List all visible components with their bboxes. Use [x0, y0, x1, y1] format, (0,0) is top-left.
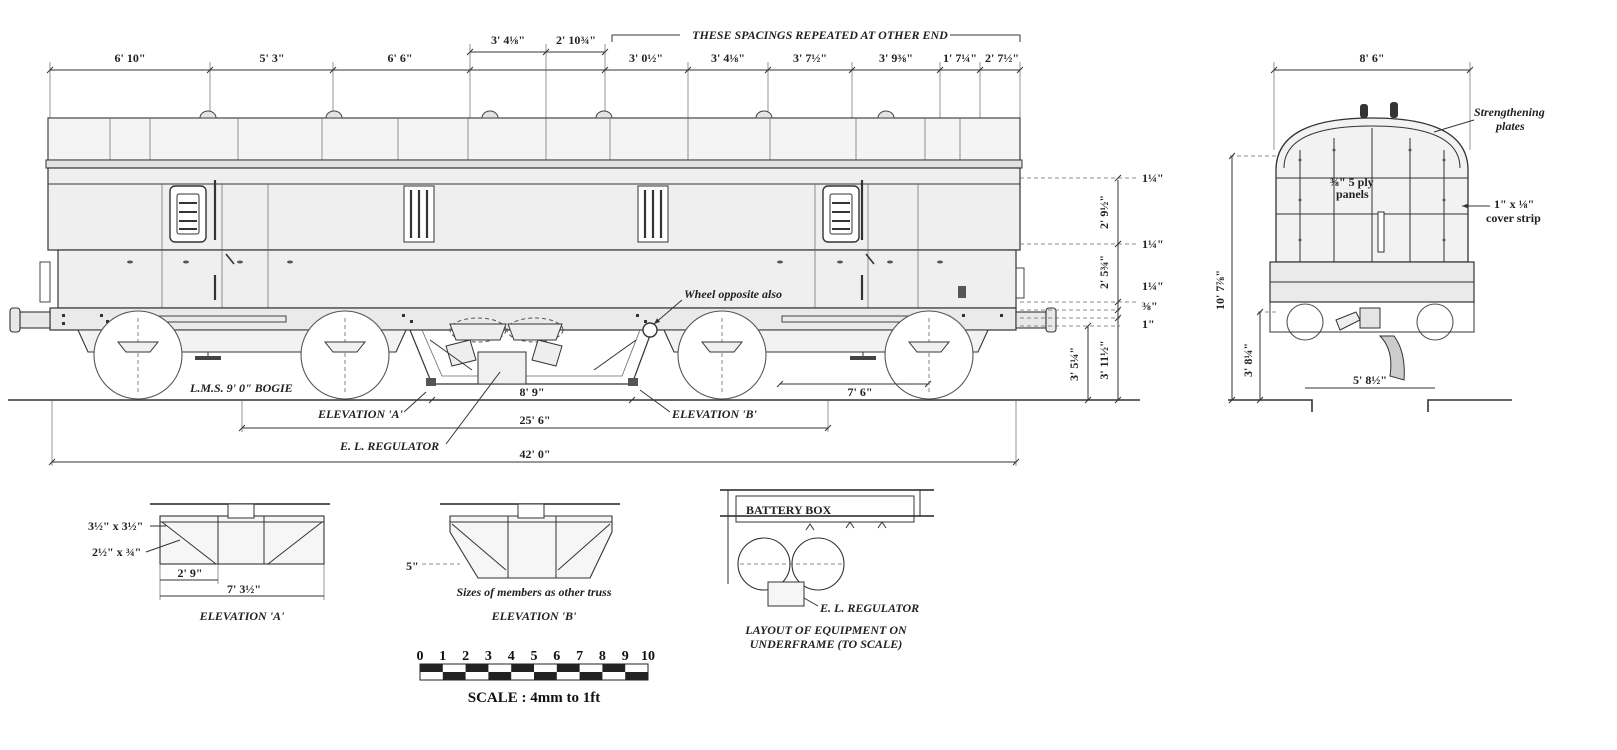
- note-strip-2: cover strip: [1486, 211, 1541, 225]
- scale-block: [511, 664, 534, 672]
- note-plates-1: Strengthening: [1474, 105, 1545, 119]
- end-width: 8' 6": [1360, 51, 1385, 65]
- dim-top-4: 3' 4⅛": [491, 33, 525, 47]
- scale-tick-4: 4: [508, 649, 515, 664]
- dim-bogie-centres: 25' 6": [520, 413, 551, 427]
- layout-title-2: UNDERFRAME (TO SCALE): [750, 637, 902, 651]
- dim-right-6: ⅜": [1142, 299, 1158, 313]
- detail-a-span: 7' 3½": [227, 582, 261, 596]
- scale-block: [442, 672, 466, 680]
- end-gauge: 5' 8½": [1353, 373, 1387, 387]
- layout-regulator: E. L. REGULATOR: [819, 601, 919, 615]
- dim-right-4: 2' 5¾": [1097, 255, 1111, 289]
- regulator-label: E. L. REGULATOR: [339, 439, 439, 453]
- scale-tick-3: 3: [485, 649, 492, 664]
- scale-block: [579, 672, 603, 680]
- top-dimension-chain: THESE SPACINGS REPEATED AT OTHER END 6' …: [46, 28, 1024, 118]
- side-elevation: 1¼" 2' 9½" 1¼" 2' 5¾" 1¼" ⅜" 1" 3' 5¼" 3…: [8, 110, 1164, 466]
- detail-elevation-a: 3½" x 3½" 2½" x ¾" 2' 9" 7' 3½" ELEVATIO…: [88, 503, 330, 623]
- scale-tick-1: 1: [439, 649, 446, 664]
- scale-block: [488, 672, 512, 680]
- bogie-label: L.M.S. 9' 0" BOGIE: [189, 381, 293, 395]
- dim-overall: 42' 0": [520, 447, 551, 461]
- dim-top-1: 6' 10": [115, 51, 146, 65]
- dim-top-8: 3' 7½": [793, 51, 827, 65]
- scale-tick-10: 10: [641, 649, 655, 664]
- repeat-note: THESE SPACINGS REPEATED AT OTHER END: [692, 28, 948, 42]
- dim-top-6: 3' 0½": [629, 51, 663, 65]
- detail-b-note: Sizes of members as other truss: [456, 585, 611, 599]
- dim-top-9: 3' 9⅜": [879, 51, 913, 65]
- dim-top-5: 2' 10¾": [556, 33, 596, 47]
- wheel-note: Wheel opposite also: [684, 287, 782, 301]
- note-strip-1: 1" x ⅛": [1494, 197, 1534, 211]
- dim-right-5: 1¼": [1142, 279, 1164, 293]
- detail-b-title: ELEVATION 'B': [491, 609, 577, 623]
- detail-a-members-1: 3½" x 3½": [88, 519, 143, 533]
- elev-b-label: ELEVATION 'B': [671, 407, 757, 421]
- dim-top-10: 1' 7¼": [943, 51, 977, 65]
- dim-height-1: 3' 5¼": [1067, 347, 1081, 381]
- end-height: 10' 7⅞": [1213, 270, 1227, 310]
- scale-tick-5: 5: [531, 649, 538, 664]
- detail-a-members-2: 2½" x ¾": [92, 545, 141, 559]
- elev-a-label: ELEVATION 'A': [317, 407, 403, 421]
- scale-block: [534, 672, 557, 680]
- dim-top-11: 2' 7½": [985, 51, 1019, 65]
- scale-tick-2: 2: [462, 649, 469, 664]
- dim-truss-span: 8' 9": [520, 385, 545, 399]
- detail-b-depth: 5": [406, 559, 419, 573]
- dim-right-2: 2' 9½": [1097, 195, 1111, 229]
- scale-tick-9: 9: [622, 649, 629, 664]
- dim-right-1: 1¼": [1142, 171, 1164, 185]
- detail-a-title: ELEVATION 'A': [199, 609, 285, 623]
- battery-box-label: BATTERY BOX: [746, 503, 832, 517]
- scale-tick-0: 0: [417, 649, 424, 664]
- end-rail-height: 3' 8¼": [1241, 343, 1255, 377]
- dim-top-3: 6' 6": [388, 51, 413, 65]
- scale-block: [625, 672, 648, 680]
- dim-top-2: 5' 3": [260, 51, 285, 65]
- dim-right-7: 1": [1142, 317, 1155, 331]
- scale-tick-7: 7: [576, 649, 583, 664]
- scale-tick-8: 8: [599, 649, 606, 664]
- scale-block: [420, 664, 443, 672]
- detail-layout: BATTERY BOX E. L. REGULATOR LAYOUT OF EQ…: [720, 489, 934, 651]
- layout-title-1: LAYOUT OF EQUIPMENT ON: [744, 623, 908, 637]
- scale-block: [465, 664, 489, 672]
- note-panels-2: panels: [1336, 187, 1369, 201]
- scale-block: [556, 664, 580, 672]
- detail-a-inner: 2' 9": [178, 566, 203, 580]
- end-elevation: 8' 6": [1213, 51, 1545, 412]
- note-plates-2: plates: [1495, 119, 1525, 133]
- dim-top-7: 3' 4⅛": [711, 51, 745, 65]
- dim-height-2: 3' 11½": [1097, 340, 1111, 379]
- scale-tick-6: 6: [553, 649, 560, 664]
- dim-bogie-offset: 7' 6": [848, 385, 873, 399]
- scale-title: SCALE : 4mm to 1ft: [468, 690, 601, 706]
- scale-block: [602, 664, 626, 672]
- note-panels-1: ⅜" 5 ply: [1330, 175, 1374, 189]
- detail-elevation-b: 5" Sizes of members as other truss ELEVA…: [406, 503, 620, 623]
- dim-right-3: 1¼": [1142, 237, 1164, 251]
